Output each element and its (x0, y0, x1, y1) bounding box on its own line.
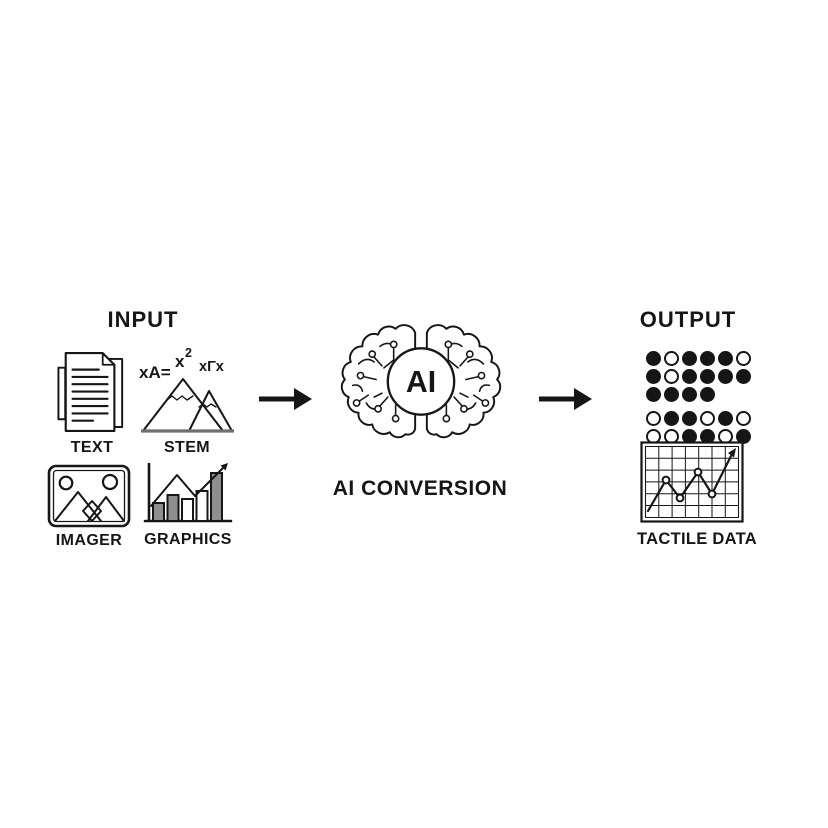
braille-dot-open (646, 411, 661, 426)
braille-dot-filled (718, 351, 733, 366)
circuit-brain-icon: AI (340, 324, 502, 439)
input-item-graphics: GRAPHICS (139, 459, 237, 549)
input-item-imager: IMAGER (40, 464, 138, 550)
stem-formula-superscript: 2 (185, 346, 192, 360)
braille-dot-open (664, 351, 679, 366)
braille-dot-filled (718, 369, 733, 384)
input-item-label-stem: STEM (163, 439, 211, 456)
right-arrow-icon (259, 388, 312, 410)
braille-row (646, 351, 751, 366)
braille-row (646, 429, 751, 444)
braille-dot-filled (700, 351, 715, 366)
braille-dot-filled (700, 369, 715, 384)
input-title: INPUT (107, 307, 179, 332)
tactile-line-chart-icon (640, 441, 744, 523)
braille-row (646, 387, 751, 402)
braille-dot-open (700, 411, 715, 426)
braille-dot-filled (682, 369, 697, 384)
braille-dot-open (736, 351, 751, 366)
formula-mountains-icon: xA= x 2 xΓx (139, 346, 234, 433)
braille-dot-filled (646, 387, 661, 402)
document-pages-icon (57, 352, 124, 432)
tactile-data-label: TACTILE DATA (637, 530, 757, 548)
braille-dot-filled (664, 387, 679, 402)
braille-dot-filled (718, 411, 733, 426)
input-item-text: TEXT (46, 349, 138, 457)
braille-row (646, 411, 751, 426)
right-arrow-icon (539, 388, 592, 410)
input-item-label-graphics: GRAPHICS (144, 531, 232, 548)
input-item-stem: xA= x 2 xΓx STEM (134, 341, 240, 457)
braille-row (646, 369, 751, 384)
input-item-label-text: TEXT (70, 439, 114, 456)
ai-badge-text: AI (406, 366, 436, 399)
input-item-label-imager: IMAGER (55, 532, 123, 549)
braille-dot-filled (682, 351, 697, 366)
picture-icon (47, 464, 131, 528)
ai-badge-circle (386, 347, 456, 416)
braille-pattern-icon (646, 351, 751, 447)
braille-dot-filled (700, 387, 715, 402)
braille-dot-filled (736, 369, 751, 384)
braille-dot-filled (646, 369, 661, 384)
bar-chart-trend-icon (143, 462, 233, 523)
braille-dot-filled (664, 411, 679, 426)
braille-dot-open (664, 369, 679, 384)
stem-formula-part: x (175, 352, 185, 371)
braille-dot-filled (682, 387, 697, 402)
braille-dot-filled (682, 411, 697, 426)
braille-dot-open (736, 411, 751, 426)
conversion-label: AI CONVERSION (332, 477, 508, 500)
output-title: OUTPUT (639, 307, 737, 332)
stem-formula-part: xA= (139, 363, 171, 382)
braille-dot-filled (646, 351, 661, 366)
stem-formula-part: xΓx (199, 359, 224, 375)
